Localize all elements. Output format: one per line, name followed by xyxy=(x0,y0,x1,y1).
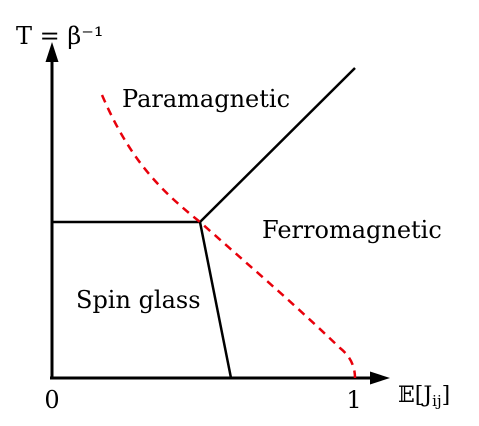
x-tick-0: 0 xyxy=(44,386,59,414)
paramagnetic-label: Paramagnetic xyxy=(122,85,290,113)
spin-glass-label: Spin glass xyxy=(76,286,201,314)
para-ferro-boundary xyxy=(199,67,356,223)
x-axis-label-subscript: ij xyxy=(432,392,441,410)
y-axis-label: T = β⁻¹ xyxy=(16,22,104,50)
ferromagnetic-label: Ferromagnetic xyxy=(262,216,442,244)
x-tick-1: 1 xyxy=(346,386,361,414)
x-axis-label-close: ] xyxy=(442,383,451,408)
x-axis-label: 𝔼[Jij] xyxy=(398,383,450,410)
ferro-spin-glass-boundary xyxy=(198,221,233,379)
y-axis-arrowhead xyxy=(45,42,59,62)
x-axis-arrowhead xyxy=(370,371,390,385)
x-axis-label-main: 𝔼[J xyxy=(398,383,432,408)
